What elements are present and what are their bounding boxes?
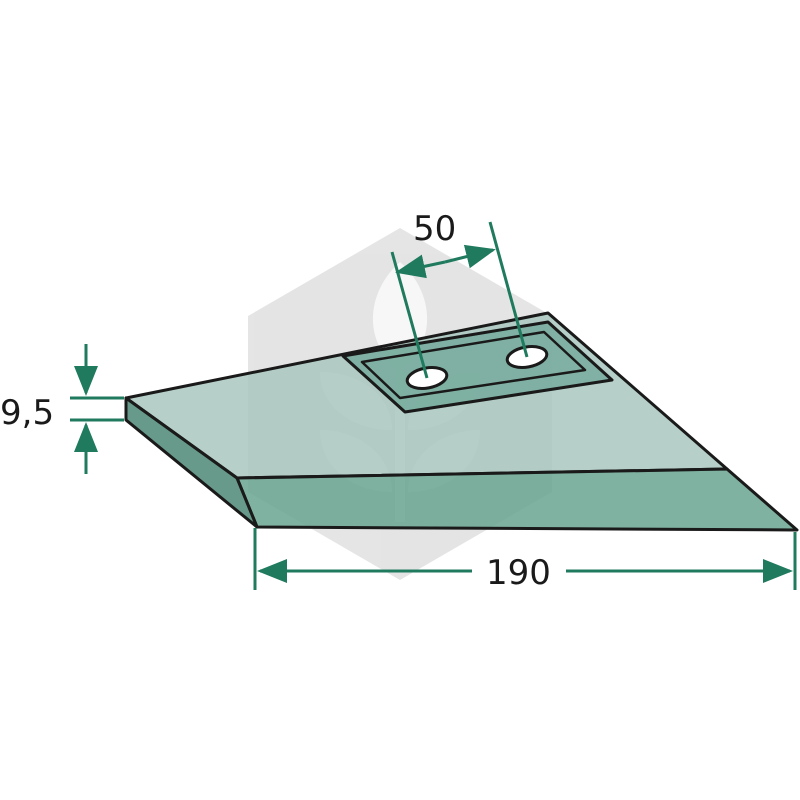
thickness-label: 9,5 — [0, 393, 54, 433]
hole-spacing-arrow-line-right — [444, 244, 496, 269]
blade-part — [124, 311, 799, 532]
hole-spacing-label: 50 — [413, 209, 456, 249]
length-label: 190 — [486, 553, 551, 593]
thickness-dimension: 9,5 — [0, 344, 124, 474]
blade-bevel-face — [235, 467, 799, 532]
length-dimension: 190 — [253, 528, 797, 593]
hole-spacing-dimension: 50 — [390, 209, 529, 379]
mounting-plate — [341, 320, 614, 414]
hole-spacing-arrow-line-left — [395, 254, 446, 279]
hole-spacing-extension-right — [488, 221, 529, 358]
mounting-plate-inner — [360, 330, 587, 400]
blade-front-edge — [124, 396, 259, 529]
